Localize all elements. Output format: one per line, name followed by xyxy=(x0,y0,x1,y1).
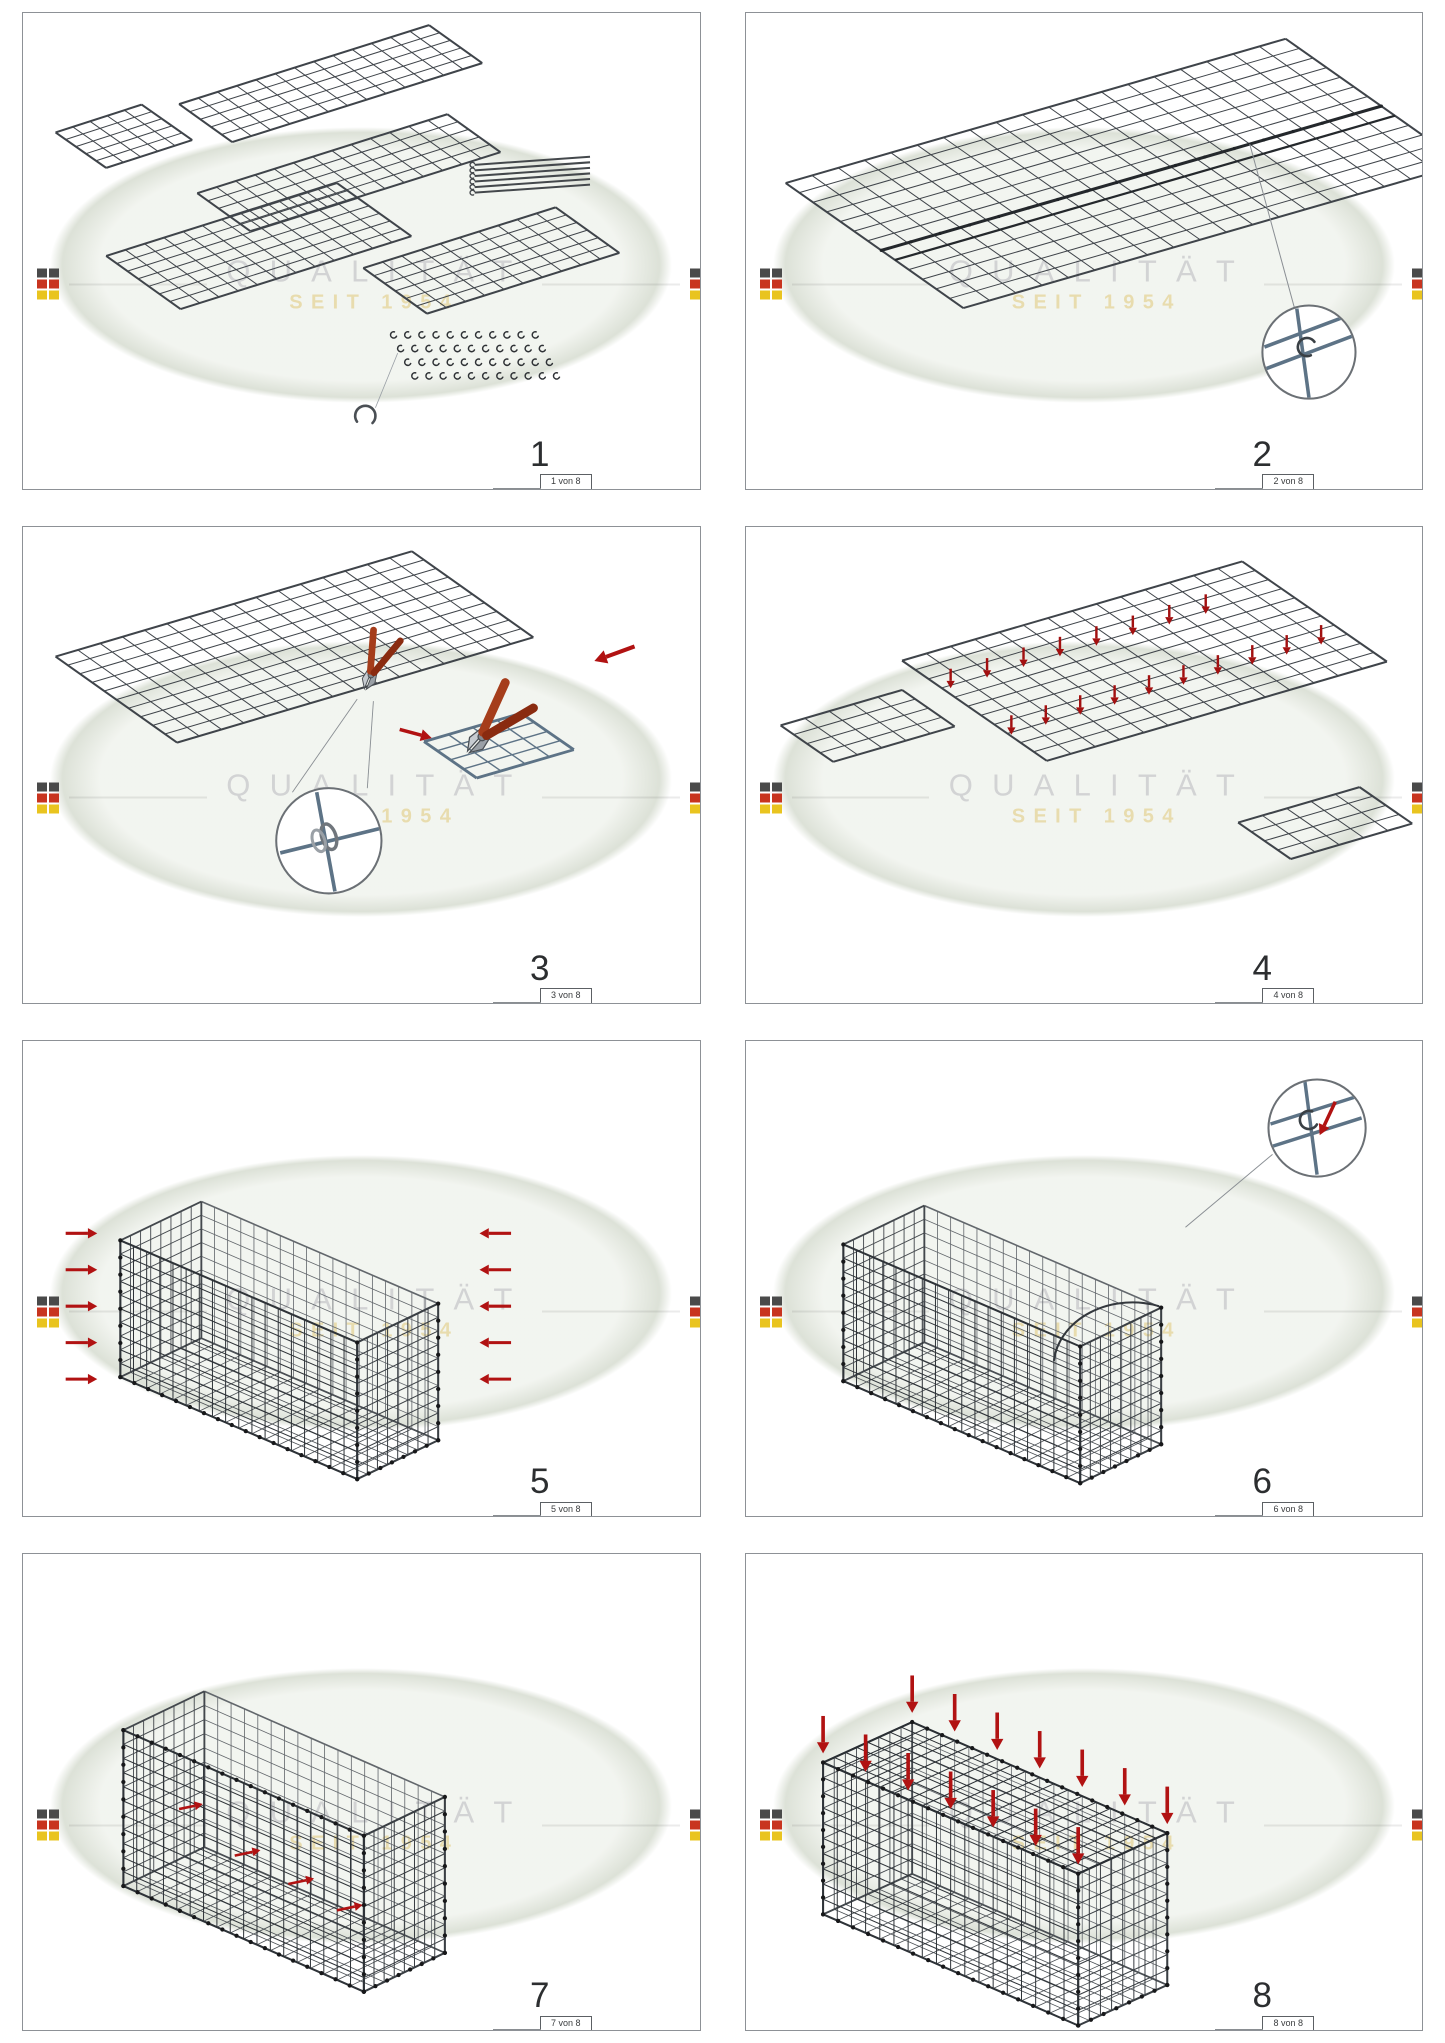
step-number: 5 xyxy=(530,1462,550,1502)
page-indicator: 7 von 8 xyxy=(550,2017,581,2028)
watermark-band: QUALITÄT SEIT 1954 xyxy=(37,254,700,315)
brand-logo-icon xyxy=(759,268,782,300)
sheet-footer: 5 von 8 xyxy=(493,1501,592,1517)
brand-logo-icon xyxy=(37,782,59,814)
brand-logo-icon xyxy=(759,782,782,814)
instruction-sheet-1: QUALITÄT SEIT 1954 1 1 von 8 xyxy=(22,12,701,490)
page-indicator: 5 von 8 xyxy=(550,1503,581,1514)
instruction-sheet-5: QUALITÄT SEIT 1954 5 5 von 8 xyxy=(22,1039,701,1518)
brand-logo-icon xyxy=(689,1809,700,1841)
brand-logo-icon xyxy=(37,1809,59,1841)
instruction-sheet-3: QUALITÄT SEIT 1954 3 3 von 8 xyxy=(22,525,701,1004)
sheet-footer: 6 von 8 xyxy=(1215,1501,1314,1517)
brand-logo-icon xyxy=(37,1296,59,1328)
sheet-footer: 8 von 8 xyxy=(1215,2015,1314,2031)
watermark-rule xyxy=(541,283,680,286)
sheet-footer: 7 von 8 xyxy=(493,2015,592,2031)
watermark-line1: QUALITÄT xyxy=(226,1794,532,1830)
watermark-rule xyxy=(69,1824,207,1827)
watermark-rule xyxy=(69,283,207,286)
brand-logo-icon xyxy=(1412,268,1423,300)
brand-logo-icon xyxy=(689,1296,700,1328)
page-indicator: 4 von 8 xyxy=(1273,990,1303,1001)
watermark: QUALITÄT SEIT 1954 xyxy=(23,13,700,489)
sheet-footer: 1 von 8 xyxy=(493,474,592,489)
illustration-step-1 xyxy=(54,24,620,425)
page-indicator: 1 von 8 xyxy=(550,476,581,487)
watermark-rule xyxy=(1264,1824,1403,1827)
sheet-footer: 4 von 8 xyxy=(1215,988,1314,1003)
brand-logo-icon xyxy=(759,1296,782,1328)
brand-logo-icon xyxy=(759,1809,782,1841)
brand-logo-icon xyxy=(689,268,700,300)
page-indicator: 6 von 8 xyxy=(1273,1503,1303,1514)
step-number: 4 xyxy=(1252,948,1272,988)
instruction-sheet-2: QUALITÄT SEIT 1954 2 2 von 8 xyxy=(744,12,1423,490)
watermark-rule xyxy=(541,1310,680,1313)
watermark-band: QUALITÄT SEIT 1954 xyxy=(759,767,1423,828)
brand-logo-icon xyxy=(37,268,59,300)
instruction-sheet-7: QUALITÄT SEIT 1954 7 7 von 8 xyxy=(22,1553,701,2031)
watermark-rule xyxy=(791,1310,930,1313)
brand-logo-icon xyxy=(1412,1809,1423,1841)
watermark-text: QUALITÄT SEIT 1954 xyxy=(939,767,1254,828)
page-indicator: 3 von 8 xyxy=(550,990,581,1001)
illustration-step-2 xyxy=(784,37,1422,400)
step-number: 6 xyxy=(1252,1462,1272,1502)
step-number: 8 xyxy=(1252,1976,1272,2015)
watermark-line2: SEIT 1954 xyxy=(1011,1319,1182,1342)
watermark-ellipse xyxy=(50,127,673,404)
brand-logo-icon xyxy=(1412,1296,1423,1328)
page-indicator: 2 von 8 xyxy=(1273,476,1303,487)
brand-logo-icon xyxy=(1412,782,1423,814)
step-number: 7 xyxy=(530,1976,550,2015)
watermark-rule xyxy=(1264,283,1403,286)
step-number: 2 xyxy=(1252,434,1272,474)
brand-logo-icon xyxy=(689,782,700,814)
page-indicator: 8 von 8 xyxy=(1273,2017,1303,2028)
watermark-rule xyxy=(791,796,930,799)
watermark-rule xyxy=(541,1824,680,1827)
watermark-rule xyxy=(791,283,930,286)
illustration-step-7 xyxy=(121,1690,447,1995)
illustration-step-5 xyxy=(65,1200,512,1481)
watermark-line2: SEIT 1954 xyxy=(1011,291,1182,314)
watermark-rule xyxy=(69,796,207,799)
watermark-line2: SEIT 1954 xyxy=(1011,805,1182,828)
watermark-rule xyxy=(1264,1310,1403,1313)
watermark-line1: QUALITÄT xyxy=(948,767,1255,803)
instruction-sheet-4: QUALITÄT SEIT 1954 4 4 von 8 xyxy=(744,525,1423,1004)
step-number: 1 xyxy=(530,434,550,474)
watermark-line1: QUALITÄT xyxy=(226,767,532,803)
watermark-rule xyxy=(541,796,680,799)
illustration-step-3 xyxy=(54,550,636,895)
illustration-step-4 xyxy=(779,560,1413,860)
watermark-ellipse xyxy=(772,640,1395,917)
illustration-step-8 xyxy=(816,1675,1173,2028)
watermark-rule xyxy=(69,1310,207,1313)
instruction-sheet-8: QUALITÄT SEIT 1954 8 8 von 8 xyxy=(744,1553,1423,2031)
instruction-sheet-6: QUALITÄT SEIT 1954 6 6 von 8 xyxy=(744,1039,1423,1518)
sheet-footer: 2 von 8 xyxy=(1215,474,1314,489)
sheet-footer: 3 von 8 xyxy=(493,988,592,1003)
watermark: QUALITÄT SEIT 1954 xyxy=(746,527,1423,1003)
step-number: 3 xyxy=(530,948,550,988)
sheet-grid: QUALITÄT SEIT 1954 1 1 von 8 xyxy=(22,12,1423,2031)
illustration-step-6 xyxy=(840,1077,1367,1485)
watermark-rule xyxy=(791,1824,930,1827)
watermark-rule xyxy=(1264,796,1403,799)
